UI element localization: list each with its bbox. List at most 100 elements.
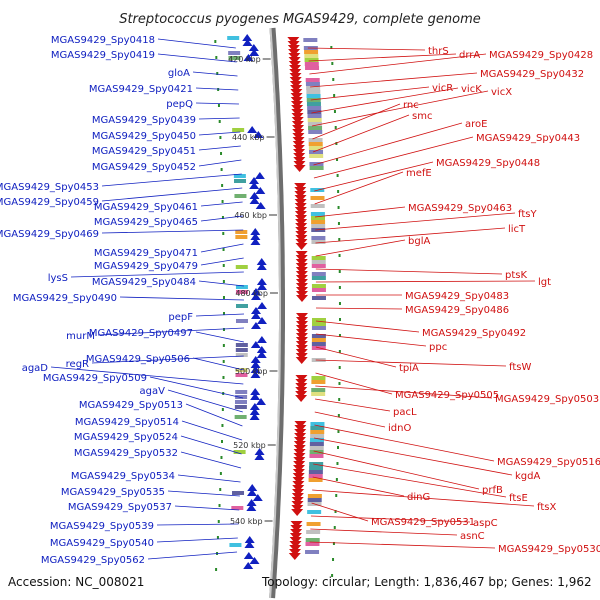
minus-strand-gene bbox=[249, 403, 260, 410]
label-leader-line bbox=[174, 505, 240, 511]
gene-label-right: ftsW bbox=[509, 362, 531, 373]
backbone-highlight bbox=[269, 27, 281, 599]
minus-strand-gene bbox=[254, 453, 265, 460]
minus-strand-gene bbox=[250, 312, 261, 319]
gene-label-right: MGAS9429_Spy0428 bbox=[489, 50, 593, 61]
gene-feature-block bbox=[311, 236, 326, 240]
gene-label-left: MGAS9429_Spy0506 bbox=[86, 354, 190, 365]
map-title: Streptococcus pyogenes MGAS9429, complet… bbox=[119, 12, 481, 27]
minus-strand-gene bbox=[250, 238, 261, 245]
label-leader-line bbox=[307, 47, 426, 51]
gene-feature-block bbox=[311, 380, 326, 384]
gene-feature-block bbox=[308, 126, 323, 130]
gene-feature-block bbox=[307, 498, 322, 502]
label-leader-line bbox=[312, 489, 535, 507]
gene-label-right: smc bbox=[412, 111, 432, 122]
minus-strand-gene bbox=[248, 44, 259, 51]
plus-strand-gene bbox=[295, 333, 308, 340]
gene-feature-block bbox=[235, 368, 248, 372]
gene-feature-block bbox=[232, 491, 245, 495]
plus-strand-gene bbox=[295, 313, 308, 320]
gene-label-left: MGAS9429_Spy0534 bbox=[71, 471, 175, 482]
minus-strand-gene bbox=[247, 484, 258, 491]
minus-strand-gene bbox=[250, 228, 261, 235]
gene-label-right: MGAS9429_Spy0463 bbox=[408, 203, 512, 214]
gene-label-left: pepQ bbox=[166, 99, 193, 110]
minus-strand-gene bbox=[250, 288, 261, 295]
plus-strand-gene bbox=[293, 449, 306, 456]
label-leader-line bbox=[195, 313, 245, 317]
plus-strand-gene bbox=[294, 203, 307, 210]
label-leader-line bbox=[314, 161, 434, 192]
gene-feature-block bbox=[304, 58, 319, 62]
gene-feature-block bbox=[308, 142, 323, 146]
label-leader-line bbox=[315, 239, 406, 257]
gene-feature-block bbox=[231, 506, 244, 510]
plus-strand-gene bbox=[295, 235, 308, 242]
genome-backbone bbox=[269, 27, 285, 599]
plus-strand-gene bbox=[293, 445, 306, 452]
plus-strand-gene bbox=[295, 337, 308, 344]
plus-strand-gene bbox=[292, 481, 305, 488]
gene-label-right: MGAS9429_Spy0483 bbox=[405, 291, 509, 302]
gene-label-right: ppc bbox=[429, 342, 447, 353]
minus-strand-gene bbox=[249, 413, 260, 420]
plus-strand-gene bbox=[295, 317, 308, 324]
label-leader-line bbox=[200, 257, 244, 266]
plus-strand-gene bbox=[295, 231, 308, 238]
label-leader-line bbox=[156, 523, 239, 526]
label-leader-line bbox=[181, 420, 243, 441]
minus-strand-gene bbox=[246, 504, 257, 511]
plus-strand-gene bbox=[293, 453, 306, 460]
label-leader-line bbox=[313, 136, 474, 179]
plus-strand-gene bbox=[291, 497, 304, 504]
label-leader-line bbox=[101, 173, 242, 187]
plus-strand-gene bbox=[290, 101, 303, 108]
gene-feature-block bbox=[305, 542, 320, 546]
label-leader-line bbox=[315, 359, 507, 367]
minus-strand-gene bbox=[243, 562, 254, 569]
plus-strand-gene bbox=[292, 133, 305, 140]
plus-strand-gene bbox=[294, 191, 307, 198]
label-leader-line bbox=[314, 424, 495, 462]
gene-feature-block bbox=[310, 422, 325, 426]
gene-label-left: MGAS9429_Spy0540 bbox=[50, 538, 154, 549]
gene-feature-block bbox=[309, 454, 324, 458]
minus-strand-gene bbox=[256, 302, 267, 309]
gene-label-left: MGAS9429_Spy0421 bbox=[89, 84, 193, 95]
plus-strand-gene bbox=[292, 137, 305, 144]
gene-label-left: MGAS9429_Spy0459 bbox=[0, 197, 99, 208]
plus-strand-gene bbox=[295, 239, 308, 246]
plus-strand-gene bbox=[291, 493, 304, 500]
gene-feature-block bbox=[305, 66, 320, 70]
gene-feature-block bbox=[307, 510, 322, 514]
gene-label-left: MGAS9429_Spy0439 bbox=[92, 115, 196, 126]
gene-label-left: MGAS9429_Spy0469 bbox=[0, 229, 99, 240]
gene-label-right: vicR bbox=[432, 83, 453, 94]
gene-label-right: ftsX bbox=[537, 502, 556, 513]
gene-feature-block bbox=[306, 94, 321, 98]
gene-feature-block bbox=[308, 478, 323, 482]
plus-strand-gene bbox=[294, 199, 307, 206]
label-leader-line bbox=[314, 411, 386, 428]
plus-strand-gene bbox=[293, 165, 306, 172]
plus-strand-gene bbox=[289, 81, 302, 88]
gene-label-right: ptsK bbox=[505, 270, 527, 281]
plus-strand-gene bbox=[291, 501, 304, 508]
plus-strand-gene bbox=[290, 97, 303, 104]
gene-label-left: MGAS9429_Spy0479 bbox=[94, 261, 198, 272]
label-leader-line bbox=[200, 215, 243, 222]
label-leader-line bbox=[315, 333, 427, 347]
minus-strand-gene bbox=[256, 278, 267, 285]
plus-strand-gene bbox=[295, 243, 308, 250]
minus-strand-gene bbox=[250, 356, 261, 363]
gene-label-left: regR bbox=[66, 359, 89, 370]
gene-feature-block bbox=[311, 224, 326, 228]
gene-label-right: tpiA bbox=[399, 363, 419, 374]
accession-text: Accession: NC_008021 bbox=[8, 575, 144, 589]
gene-feature-block bbox=[309, 442, 324, 446]
minus-strand-gene bbox=[250, 233, 261, 240]
gene-label-left: lysS bbox=[48, 273, 68, 284]
gene-label-right: ftsE bbox=[509, 493, 528, 504]
gene-label-right: idnO bbox=[388, 423, 411, 434]
